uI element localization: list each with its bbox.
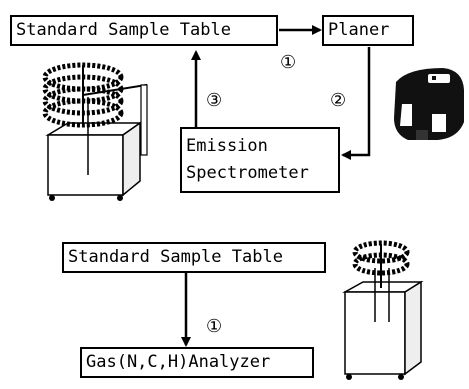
sample-table-machine-illustration xyxy=(42,62,148,201)
planer-machine-illustration xyxy=(394,68,464,140)
emission-spectrometer-box: Emission Spectrometer xyxy=(180,127,340,193)
step-1-marker-bottom: ① xyxy=(206,316,223,337)
planer-label: Planer xyxy=(328,20,390,40)
arrow-planer-to-spectrometer xyxy=(341,47,371,160)
standard-sample-table-box: Standard Sample Table xyxy=(10,15,278,46)
analyzer-stand-illustration xyxy=(342,240,424,380)
step-1-marker: ① xyxy=(280,52,297,73)
spectrometer-label-line1: Emission xyxy=(186,136,268,156)
planer-box: Planer xyxy=(322,15,414,46)
gas-analyzer-box: Gas(N,C,H)Analyzer xyxy=(80,347,314,378)
standard-sample-table-box-bottom: Standard Sample Table xyxy=(62,242,326,273)
step-2-marker: ② xyxy=(330,90,347,111)
gas-analyzer-label: Gas(N,C,H)Analyzer xyxy=(86,352,271,372)
standard-sample-table-label-bottom: Standard Sample Table xyxy=(68,247,283,267)
standard-sample-table-label: Standard Sample Table xyxy=(16,20,231,40)
spectrometer-label-line2: Spectrometer xyxy=(186,163,309,183)
step-3-marker: ③ xyxy=(206,90,223,111)
